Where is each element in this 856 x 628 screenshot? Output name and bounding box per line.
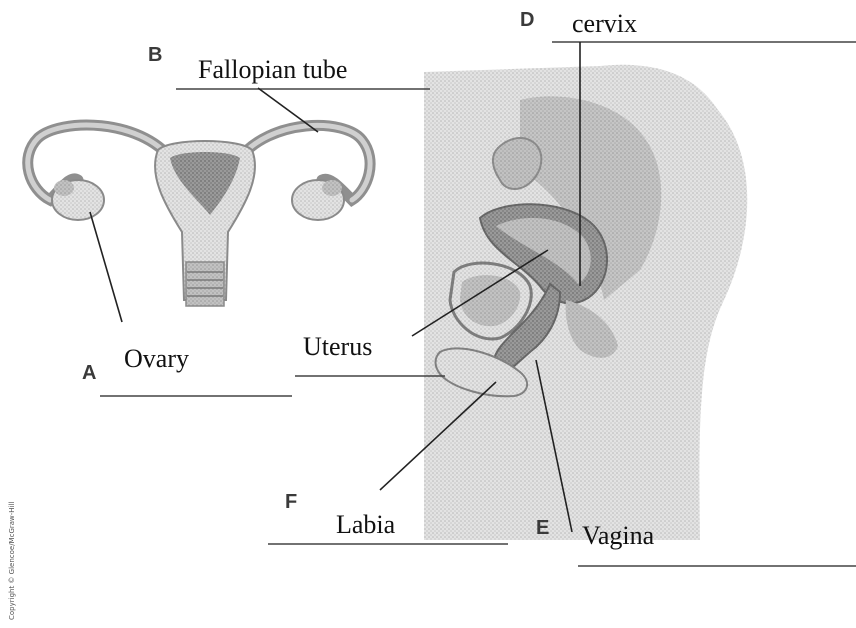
copyright-notice: Copyright © Glencoe/McGraw-Hill (8, 502, 16, 620)
vagina-front (186, 262, 224, 306)
leader-ovary (90, 212, 122, 322)
letter-b: B (148, 45, 162, 65)
label-labia: Labia (336, 512, 395, 538)
label-vagina: Vagina (582, 523, 654, 549)
sagittal-view (424, 65, 747, 540)
letter-a: A (82, 363, 96, 383)
letter-e: E (536, 518, 549, 538)
letter-f: F (285, 492, 297, 512)
label-ovary: Ovary (124, 346, 189, 372)
letter-d: D (520, 10, 534, 30)
front-view-reproductive-organs (28, 125, 370, 306)
label-fallopian-tube: Fallopian tube (198, 57, 347, 83)
label-cervix: cervix (572, 11, 637, 37)
label-uterus: Uterus (303, 334, 372, 360)
